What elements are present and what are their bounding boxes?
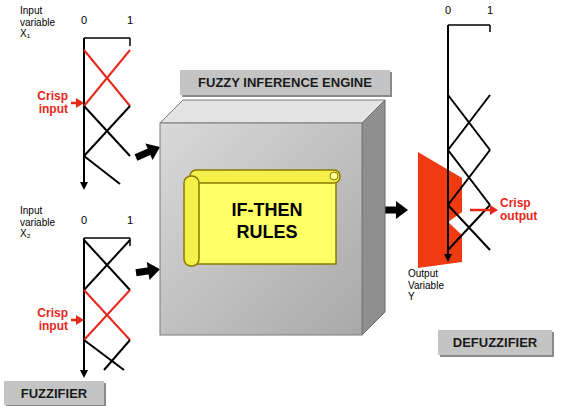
crisp-label: Crisp input [16,90,68,116]
membership-line [104,340,130,370]
axis-number: 0 [81,14,87,26]
scroll-roll [190,170,340,183]
axis-line [83,38,85,184]
membership-line [84,290,130,340]
output-plot [418,25,498,268]
axis-number: 0 [445,4,451,16]
cube-side [362,100,385,335]
stage-label-box: DEFUZZIFIER [438,330,552,355]
variable-label: Input variable X₁ [20,5,62,40]
arrow-shaft [385,206,397,213]
axis-number: 0 [81,214,87,226]
cube-top [160,100,385,123]
membership-line [84,156,120,184]
input-plot: Input variable X₁ 0 1Crisp input [10,0,136,192]
crisp-label: Crisp output [500,197,562,223]
arrowhead [147,262,160,280]
output-arrowhead [490,205,498,215]
stage-label-box: FUZZIFIER [4,381,104,405]
membership-line [84,290,130,340]
output-arrow [470,209,492,212]
axis-number: 1 [487,4,493,16]
axis-line [84,237,130,239]
axis-line [83,238,85,372]
axis-number: 1 [127,214,133,226]
arrowhead [145,144,160,161]
stage-label: DEFUZZIFIER [453,335,538,350]
flow-arrow [385,201,408,219]
axis-number: 1 [127,14,133,26]
arrowhead [396,201,408,219]
scroll-roll [184,176,199,266]
crisp-label: Crisp input [16,307,68,333]
output-plot: 0 1Crisp outputOutput Variable Y [408,0,568,315]
membership-line [448,95,490,150]
axis-tick [129,38,131,46]
axis-line [448,24,490,26]
flow-arrow [136,144,160,161]
membership-line [448,205,490,250]
flow-arrow [136,262,160,280]
membership-line [84,240,130,290]
membership-line [84,106,130,156]
output-area [418,152,462,268]
cube-front [160,123,362,335]
scroll-sheet [196,177,336,264]
inference-engine-cube: FUZZY INFERENCE ENGINEIF-THEN RULES [160,100,385,335]
membership-line [448,150,490,205]
membership-line [448,95,490,150]
input-plot-one [71,38,130,190]
variable-label: Output Variable Y [408,268,448,303]
rules-scroll: IF-THEN RULES [182,168,342,268]
axis-arrowhead [444,254,452,262]
axis-arrowhead [80,182,88,190]
input-plot-two [71,238,130,378]
axis-tick [489,25,491,32]
arrow-shaft [136,271,149,273]
variable-label: Input variable X₂ [20,205,62,240]
membership-line [84,50,130,106]
membership-line [448,205,490,250]
membership-line [84,240,130,290]
stage-label: FUZZY INFERENCE ENGINE [180,70,390,95]
arrow-shaft [136,151,150,157]
rules-text: IF-THEN RULES [217,200,317,243]
stage-label: FUZZIFIER [21,386,87,401]
membership-line [84,50,130,106]
membership-line [84,106,130,156]
axis-arrowhead [80,370,88,378]
input-arrowhead [76,98,84,108]
input-plot: Input variable X₂ 0 1Crisp input [10,200,136,382]
axis-line [84,37,130,39]
input-arrowhead [76,315,84,325]
membership-line [448,150,490,205]
scroll-curl [330,172,338,180]
axis-line [447,25,449,256]
